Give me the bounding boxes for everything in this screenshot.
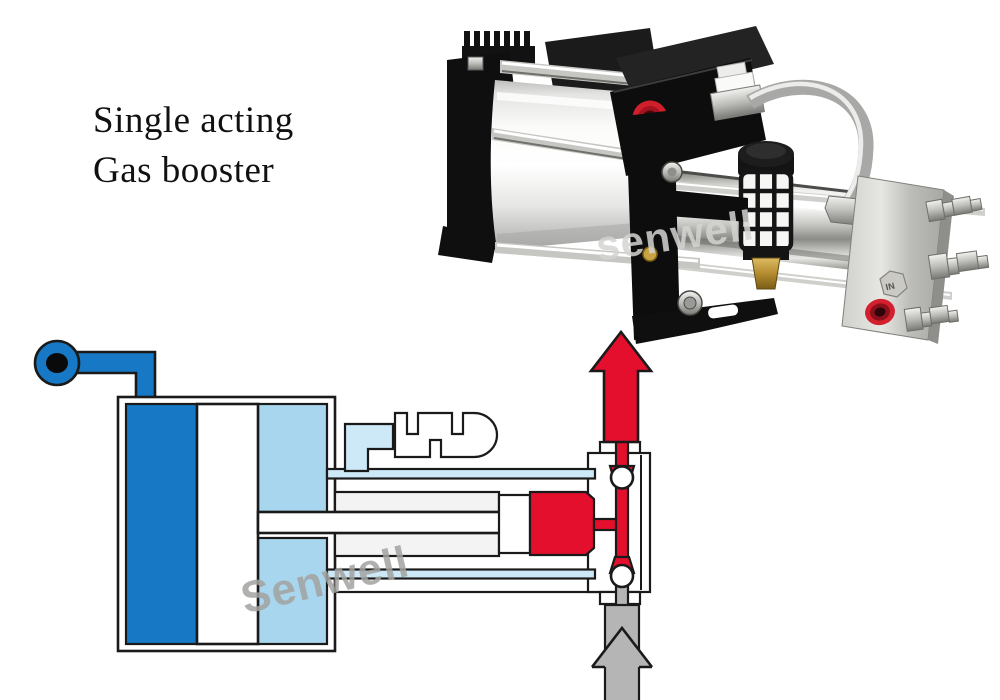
muffler-filter bbox=[738, 141, 794, 290]
left-foot bbox=[438, 226, 497, 263]
drive-air-inlet bbox=[33, 339, 157, 407]
fitting-bottom-right bbox=[903, 304, 959, 332]
air-drive-cylinder bbox=[116, 395, 337, 653]
upper-air-channel bbox=[325, 467, 597, 480]
bracket-bolt-upper bbox=[661, 161, 683, 183]
bracket-foot bbox=[632, 298, 778, 344]
brass-bolt bbox=[642, 246, 658, 262]
inlet-arrow-head bbox=[592, 628, 652, 667]
in-port-hex bbox=[879, 270, 908, 298]
bracket-bolt-lower bbox=[677, 290, 703, 316]
page-title-line1: Single acting bbox=[93, 100, 294, 141]
foot-slot bbox=[708, 304, 739, 319]
brass-fitting bbox=[751, 257, 781, 290]
pilot-air-passage bbox=[343, 422, 395, 473]
in-port-label: IN bbox=[885, 280, 896, 292]
pilot-spool-valve bbox=[393, 411, 499, 459]
check-valve-ball-top bbox=[609, 465, 635, 490]
hp-cylinder-upper-wall bbox=[333, 490, 501, 514]
page-title-line2: Gas booster bbox=[93, 150, 275, 191]
drive-chamber-top bbox=[256, 402, 329, 514]
tie-rod-top bbox=[500, 60, 645, 87]
page-title: Single acting Gas booster bbox=[93, 96, 294, 196]
cooling-fins bbox=[464, 31, 530, 48]
air-cylinder-barrel bbox=[490, 80, 648, 250]
fitting-top-right bbox=[925, 195, 983, 223]
check-valve-ball-bottom bbox=[609, 563, 635, 589]
hp-outlet-stem bbox=[592, 517, 620, 532]
piston-rod bbox=[256, 510, 504, 535]
drive-chamber-pressurized bbox=[124, 402, 199, 646]
working-principle-schematic: Senwell bbox=[33, 329, 654, 700]
rod-end-block bbox=[497, 493, 532, 555]
fitting-mid-right bbox=[927, 250, 990, 280]
hp-end-block: IN bbox=[841, 175, 990, 344]
outlet-arrow bbox=[588, 329, 654, 444]
mounting-bracket bbox=[626, 110, 778, 344]
inlet-hole bbox=[46, 353, 68, 373]
gas-inlet-port bbox=[865, 298, 895, 326]
gas-booster-photo: IN bbox=[438, 26, 990, 344]
lower-air-channel bbox=[325, 568, 597, 580]
hp-piston bbox=[528, 490, 596, 557]
bolt-head bbox=[467, 56, 484, 71]
inlet-arrow bbox=[590, 603, 654, 700]
tie-rod-middle bbox=[492, 128, 648, 164]
